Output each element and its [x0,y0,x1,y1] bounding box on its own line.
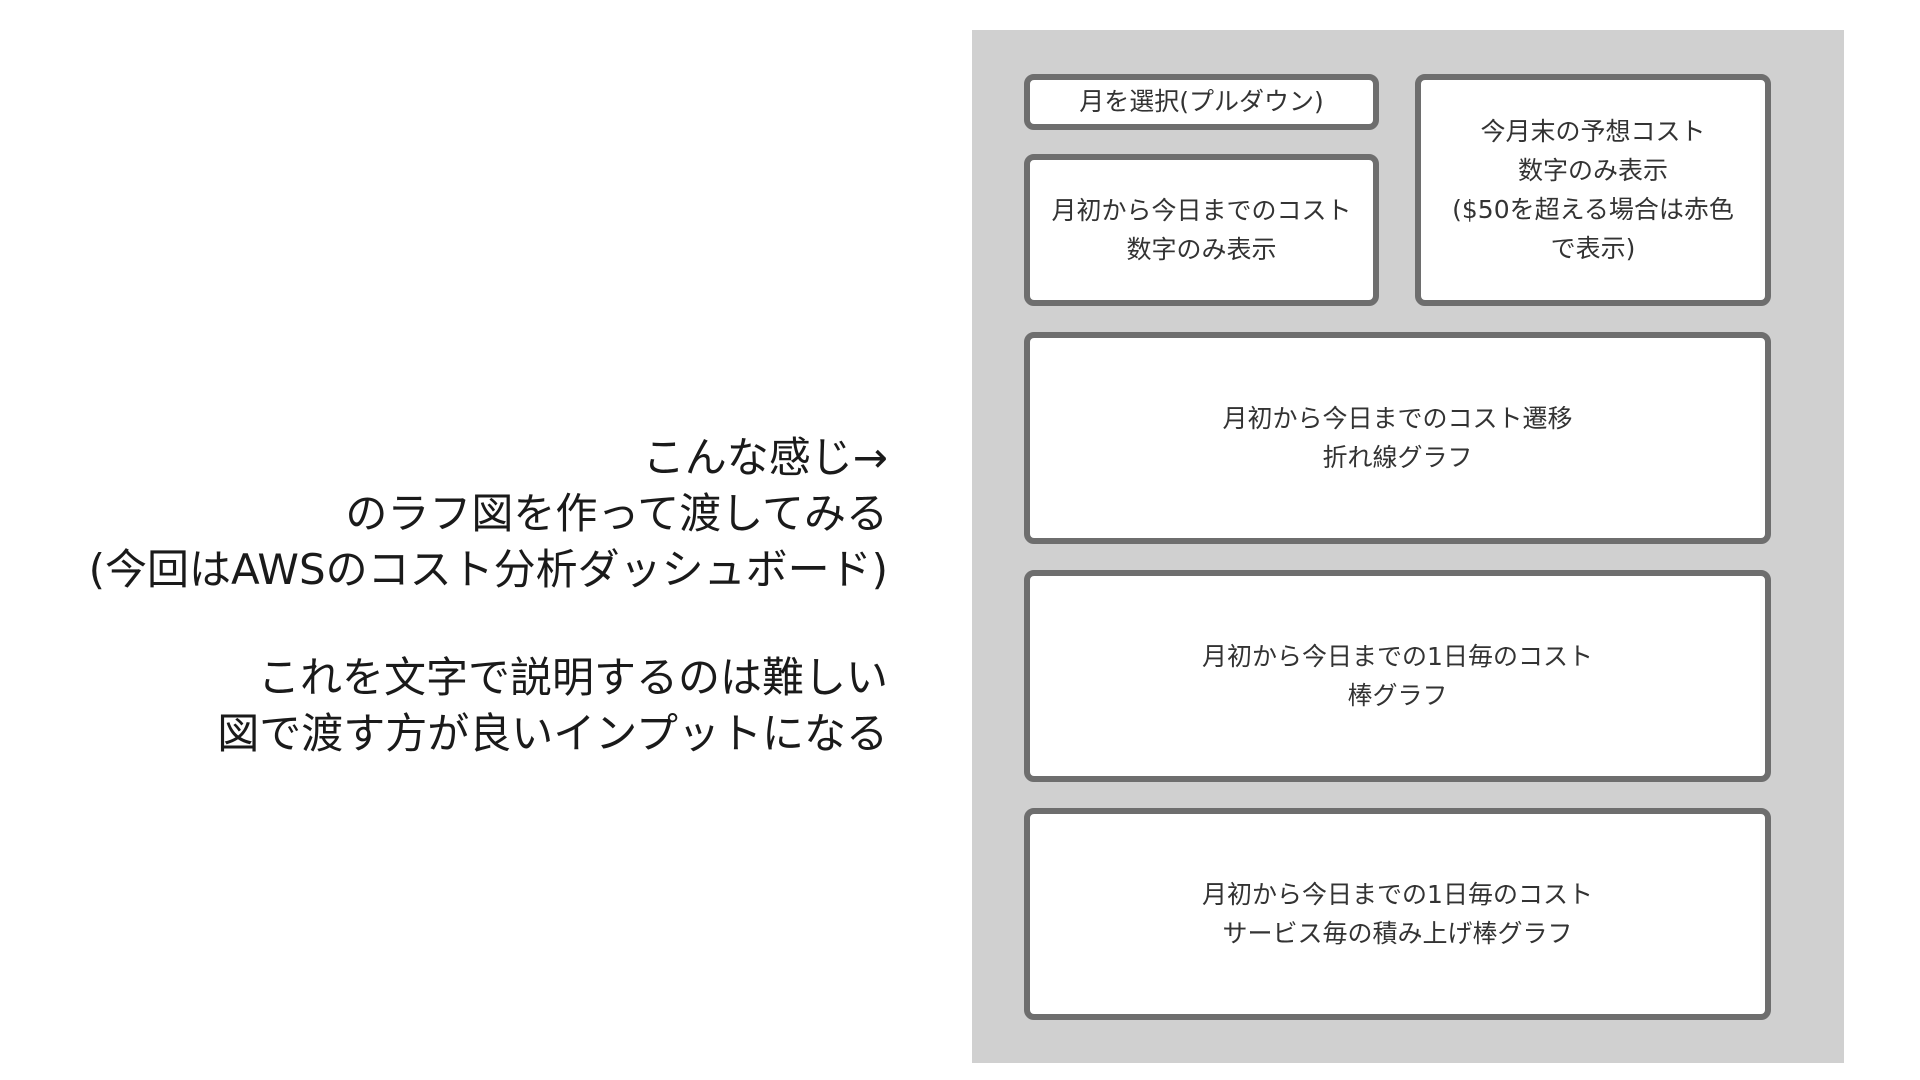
month-select-dropdown: 月を選択(プルダウン) [1024,74,1379,130]
month-select-label: 月を選択(プルダウン) [1079,87,1324,116]
dashboard-mockup: 月を選択(プルダウン) 月初から今日までのコスト 数字のみ表示 今月末の予想コス… [972,30,1844,1063]
service-stacked-bar-chart-box: 月初から今日までの1日毎のコスト サービス毎の積み上げ棒グラフ [1024,808,1771,1020]
service-stacked-line-2: サービス毎の積み上げ棒グラフ [1222,919,1573,948]
daily-cost-bar-chart-box: 月初から今日までの1日毎のコスト 棒グラフ [1024,570,1771,782]
intro-line-2: のラフ図を作って渡してみる [345,489,888,538]
intro-text: こんな感じ→ のラフ図を作って渡してみる (今回はAWSのコスト分析ダッシュボー… [8,430,888,598]
intro-line-1: こんな感じ→ [642,433,888,482]
note-text: これを文字で説明するのは難しい 図で渡す方が良いインプットになる [8,650,888,762]
forecast-line-3: ($50を超える場合は赤色 [1452,195,1734,224]
forecast-line-1: 今月末の予想コスト [1480,117,1706,146]
month-to-date-cost-card: 月初から今日までのコスト 数字のみ表示 [1024,154,1379,306]
note-line-2: 図で渡す方が良いインプットになる [217,709,888,758]
mtd-cost-line-1: 月初から今日までのコスト [1051,196,1352,225]
forecast-cost-card: 今月末の予想コスト 数字のみ表示 ($50を超える場合は赤色 で表示) [1415,74,1771,306]
forecast-line-4: で表示) [1550,234,1636,263]
mtd-cost-line-2: 数字のみ表示 [1126,235,1277,264]
trend-line-2: 折れ線グラフ [1322,443,1473,472]
cost-trend-line-chart-box: 月初から今日までのコスト遷移 折れ線グラフ [1024,332,1771,544]
note-line-1: これを文字で説明するのは難しい [257,653,888,702]
forecast-line-2: 数字のみ表示 [1517,156,1668,185]
daily-bar-line-2: 棒グラフ [1347,681,1448,710]
daily-bar-line-1: 月初から今日までの1日毎のコスト [1202,642,1593,671]
service-stacked-line-1: 月初から今日までの1日毎のコスト [1202,880,1593,909]
trend-line-1: 月初から今日までのコスト遷移 [1222,404,1573,433]
intro-line-3: (今回はAWSのコスト分析ダッシュボード) [88,545,888,594]
